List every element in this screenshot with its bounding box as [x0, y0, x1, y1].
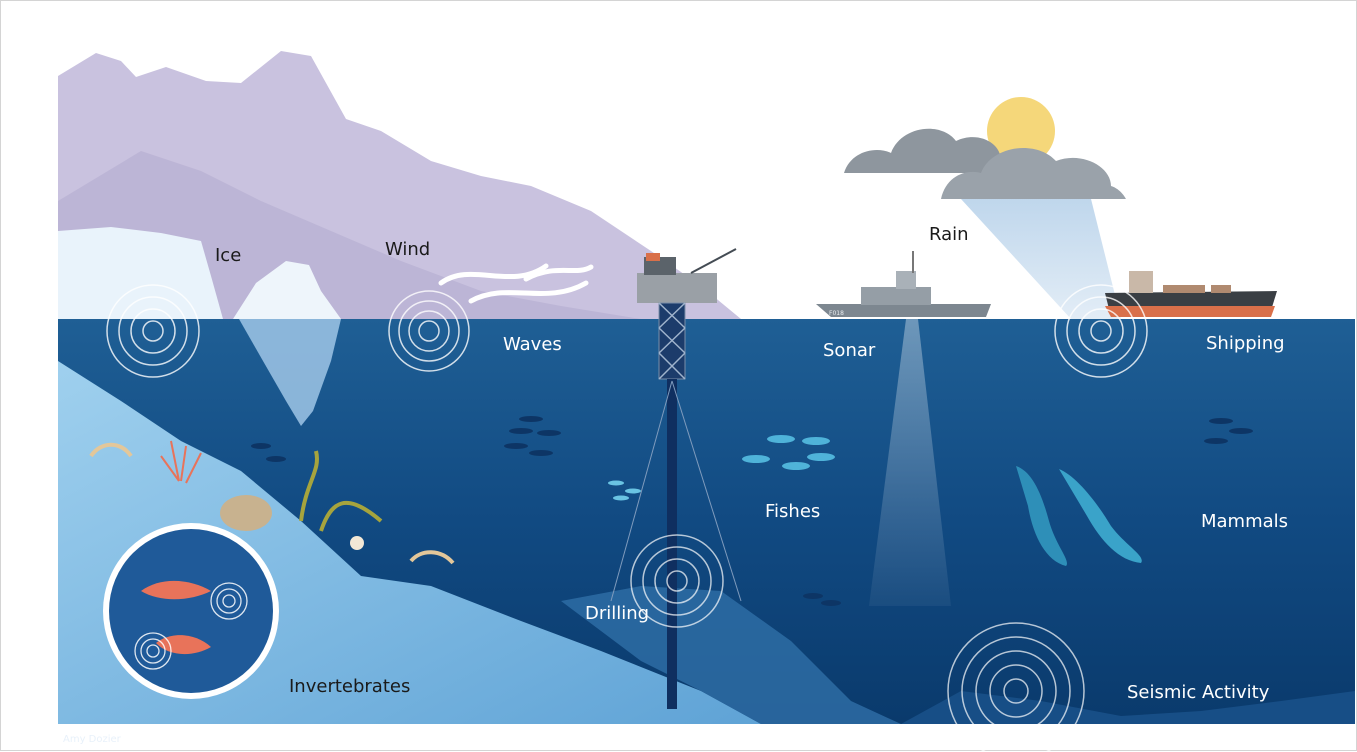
sun [987, 97, 1055, 165]
sound-rings-shipping [1054, 284, 1148, 378]
label-drilling: Drilling [585, 603, 650, 624]
glacier [58, 227, 223, 319]
fish-school-dark [251, 416, 1253, 606]
label-rain: Rain [929, 224, 969, 245]
sound-rings-drilling [630, 534, 724, 628]
label-invertebrates: Invertebrates [289, 676, 411, 697]
illustrator-credit: Amy Dozier [63, 734, 121, 745]
cargo-ship [1105, 271, 1277, 317]
iceberg-top [233, 261, 341, 319]
ship-hull-marking: F018 [829, 310, 844, 317]
whale-left [1016, 466, 1068, 566]
sound-rings-waves [388, 290, 470, 372]
sonar-beam [869, 319, 951, 606]
seafloor-right [901, 691, 1355, 724]
rain-shaft [961, 199, 1121, 319]
label-fishes: Fishes [765, 501, 821, 522]
navy-ship: F018 [816, 251, 991, 317]
iceberg-underwater [239, 319, 341, 426]
label-wind: Wind [385, 239, 431, 260]
sound-rings-seismic [947, 622, 1085, 752]
invertebrates-inset [103, 523, 279, 699]
oil-platform [610, 248, 742, 709]
coral-and-kelp [89, 440, 455, 565]
wind-lines [438, 263, 594, 304]
seafloor-deep-ridge [561, 586, 901, 724]
fish-school-small [608, 480, 641, 501]
label-waves: Waves [503, 334, 562, 355]
label-shipping: Shipping [1206, 333, 1285, 354]
sound-rings-ice [106, 284, 200, 378]
label-mammals: Mammals [1201, 511, 1289, 532]
whale-right [1059, 469, 1142, 563]
label-seismic-activity: Seismic Activity [1127, 682, 1270, 703]
label-sonar: Sonar [823, 340, 876, 361]
cloud-right [941, 147, 1126, 199]
cloud-left [844, 128, 1021, 173]
label-ice: Ice [215, 245, 242, 266]
fish-school-center [742, 435, 835, 470]
